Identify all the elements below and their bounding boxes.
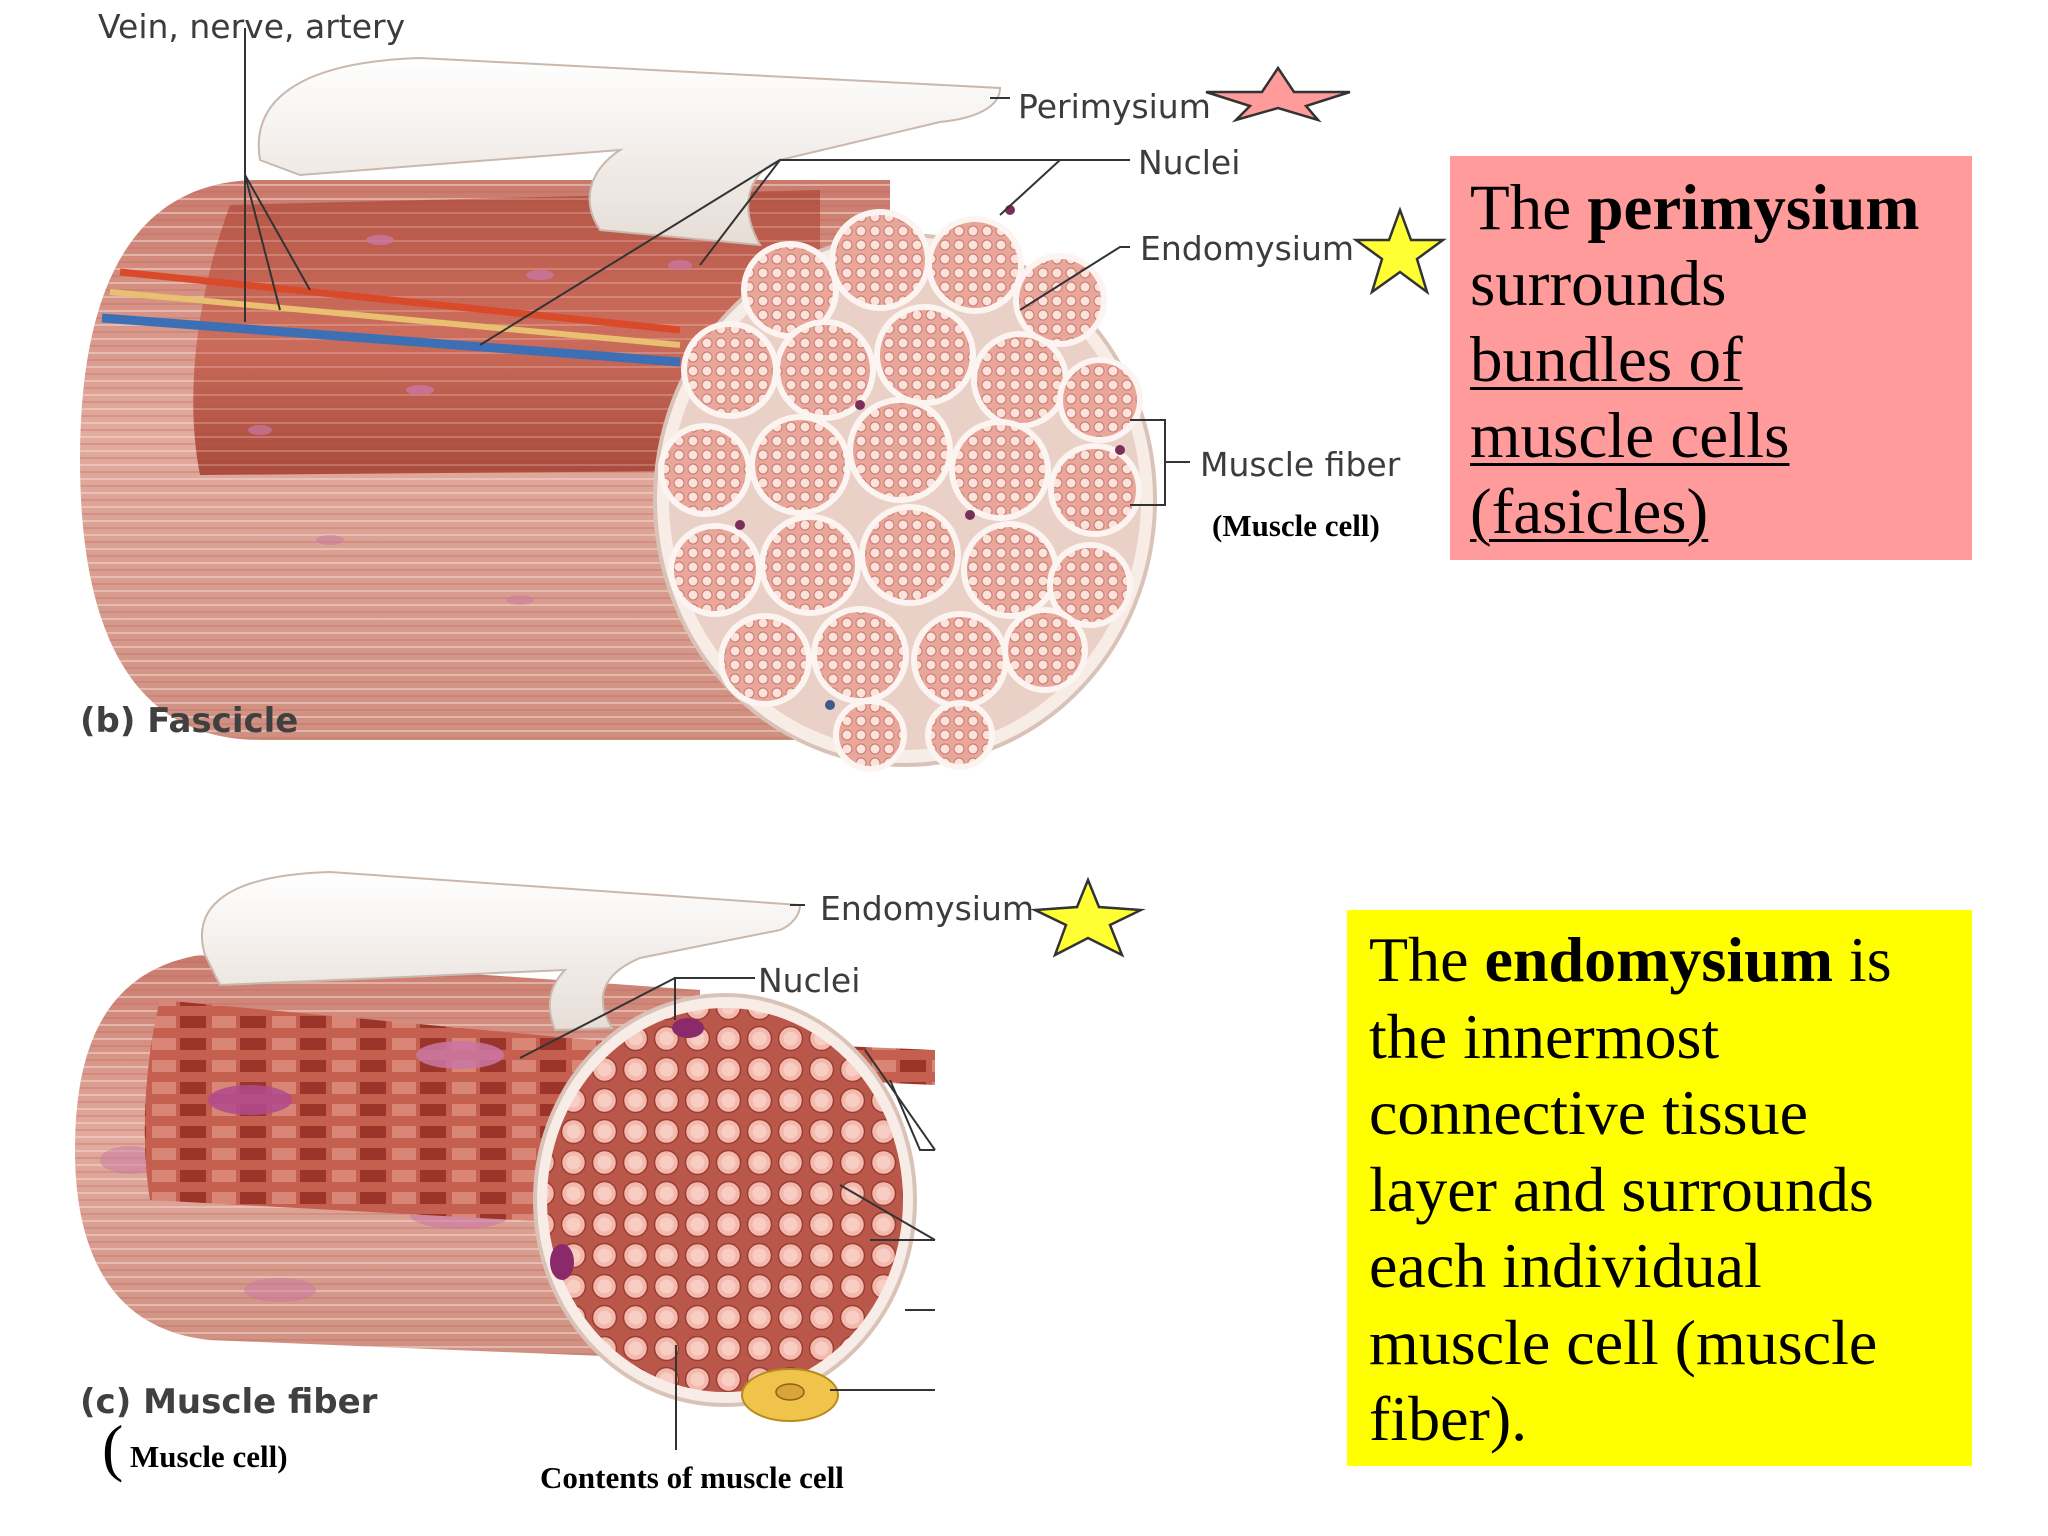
endomysium-sheath bbox=[200, 870, 802, 1032]
caption-muscle-fiber: (c) Muscle fiber bbox=[80, 1382, 378, 1422]
perimysium-sheath bbox=[257, 56, 1002, 247]
star-icon bbox=[1352, 206, 1447, 296]
star-icon bbox=[1030, 876, 1146, 958]
star-icon bbox=[1205, 65, 1351, 123]
fascicle-leader-lines bbox=[244, 28, 1190, 506]
artery bbox=[119, 268, 681, 334]
label-vein-nerve-artery: Vein, nerve, artery bbox=[98, 7, 406, 46]
label-endomysium-fiber: Endomysium bbox=[820, 889, 1035, 928]
peri-line-3: bundles of bbox=[1470, 324, 1743, 396]
label-nuclei-fiber: Nuclei bbox=[758, 961, 861, 1000]
vein bbox=[101, 313, 681, 367]
fascicle-illustration bbox=[80, 28, 1190, 772]
label-contents-of-muscle-cell: Contents of muscle cell bbox=[540, 1460, 844, 1495]
nucleus bbox=[672, 1018, 704, 1038]
peri-line-5: (fasicles) bbox=[1470, 476, 1709, 548]
perimysium-callout: The perimysium surrounds bundles of musc… bbox=[1450, 156, 1972, 560]
label-muscle-fiber: Muscle fiber bbox=[1200, 445, 1401, 484]
label-nuclei: Nuclei bbox=[1138, 143, 1241, 182]
peri-line-1: The perimysium bbox=[1470, 172, 1920, 244]
term-endomysium: endomysium bbox=[1484, 924, 1834, 995]
endo-line-6: muscle cell (muscle bbox=[1369, 1306, 1878, 1378]
fiber-leader-lines bbox=[519, 904, 936, 1450]
nerve bbox=[109, 289, 681, 348]
label-perimysium: Perimysium bbox=[1018, 87, 1211, 126]
label-endomysium: Endomysium bbox=[1140, 229, 1355, 268]
myofibril-ends bbox=[547, 1008, 903, 1392]
term-perimysium: perimysium bbox=[1587, 172, 1920, 244]
note-paren: ( bbox=[102, 1412, 124, 1483]
caption-fascicle: (b) Fascicle bbox=[80, 701, 299, 741]
note-muscle-cell-fiber: Muscle cell) bbox=[130, 1439, 288, 1474]
endo-line-7: fiber). bbox=[1369, 1383, 1528, 1454]
peri-line-2: surrounds bbox=[1470, 248, 1727, 320]
peri-line-4: muscle cells bbox=[1470, 400, 1790, 472]
endo-line-2: the innermost bbox=[1369, 1000, 1720, 1072]
endo-line-4: layer and surrounds bbox=[1369, 1153, 1874, 1225]
endo-line-3: connective tissue bbox=[1369, 1077, 1808, 1148]
fiber-bundles bbox=[658, 209, 1143, 772]
endo-line-5: each individual bbox=[1369, 1230, 1762, 1301]
endomysium-callout: The endomysium is the innermost connecti… bbox=[1347, 910, 1972, 1466]
muscle-fiber-illustration bbox=[75, 870, 1055, 1450]
endo-line-1: The endomysium is bbox=[1369, 924, 1892, 995]
note-muscle-cell: (Muscle cell) bbox=[1212, 508, 1380, 543]
